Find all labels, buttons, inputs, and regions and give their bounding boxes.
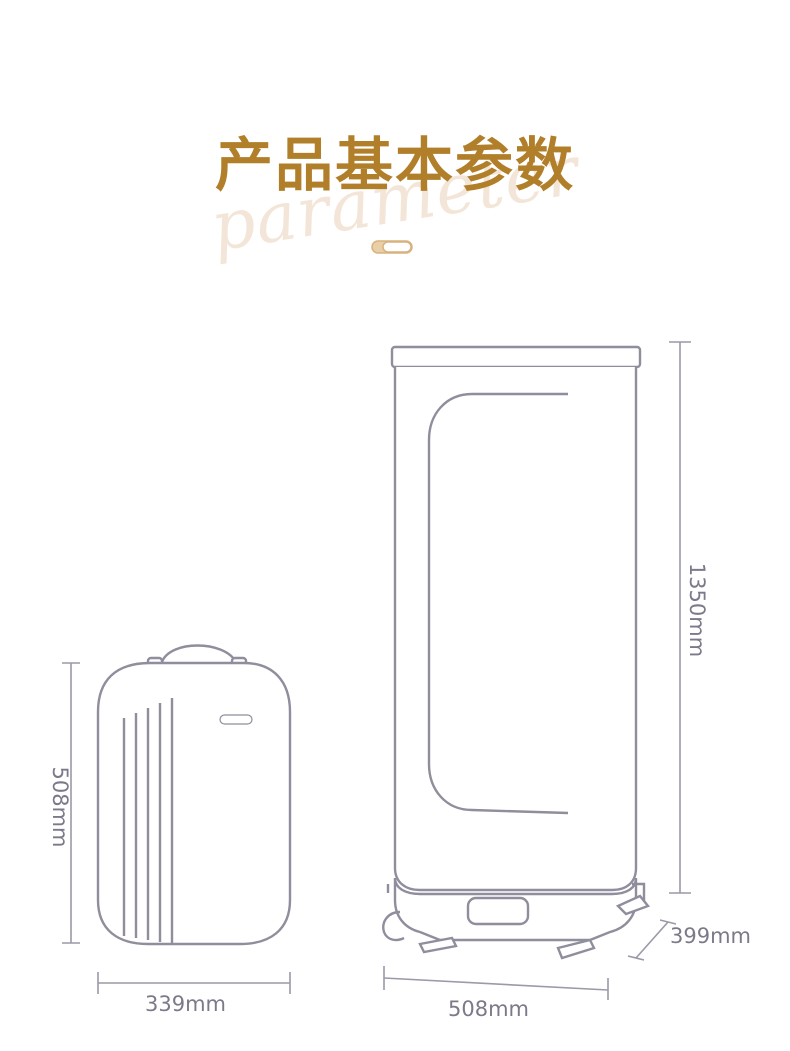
dryer-width-label: 508mm [448,997,529,1021]
dryer-drawing [382,345,650,960]
case-dimension-lines [62,662,291,994]
dryer-dimension-lines [383,341,691,1000]
dryer-height-label: 1350mm [685,562,709,658]
case-height-label: 508mm [48,766,72,848]
title-divider-icon [371,240,413,254]
storage-case-drawing [96,644,292,946]
dryer-depth-label: 399mm [670,924,751,948]
page-title: 产品基本参数 [214,131,575,199]
case-width-label: 339mm [145,992,226,1016]
